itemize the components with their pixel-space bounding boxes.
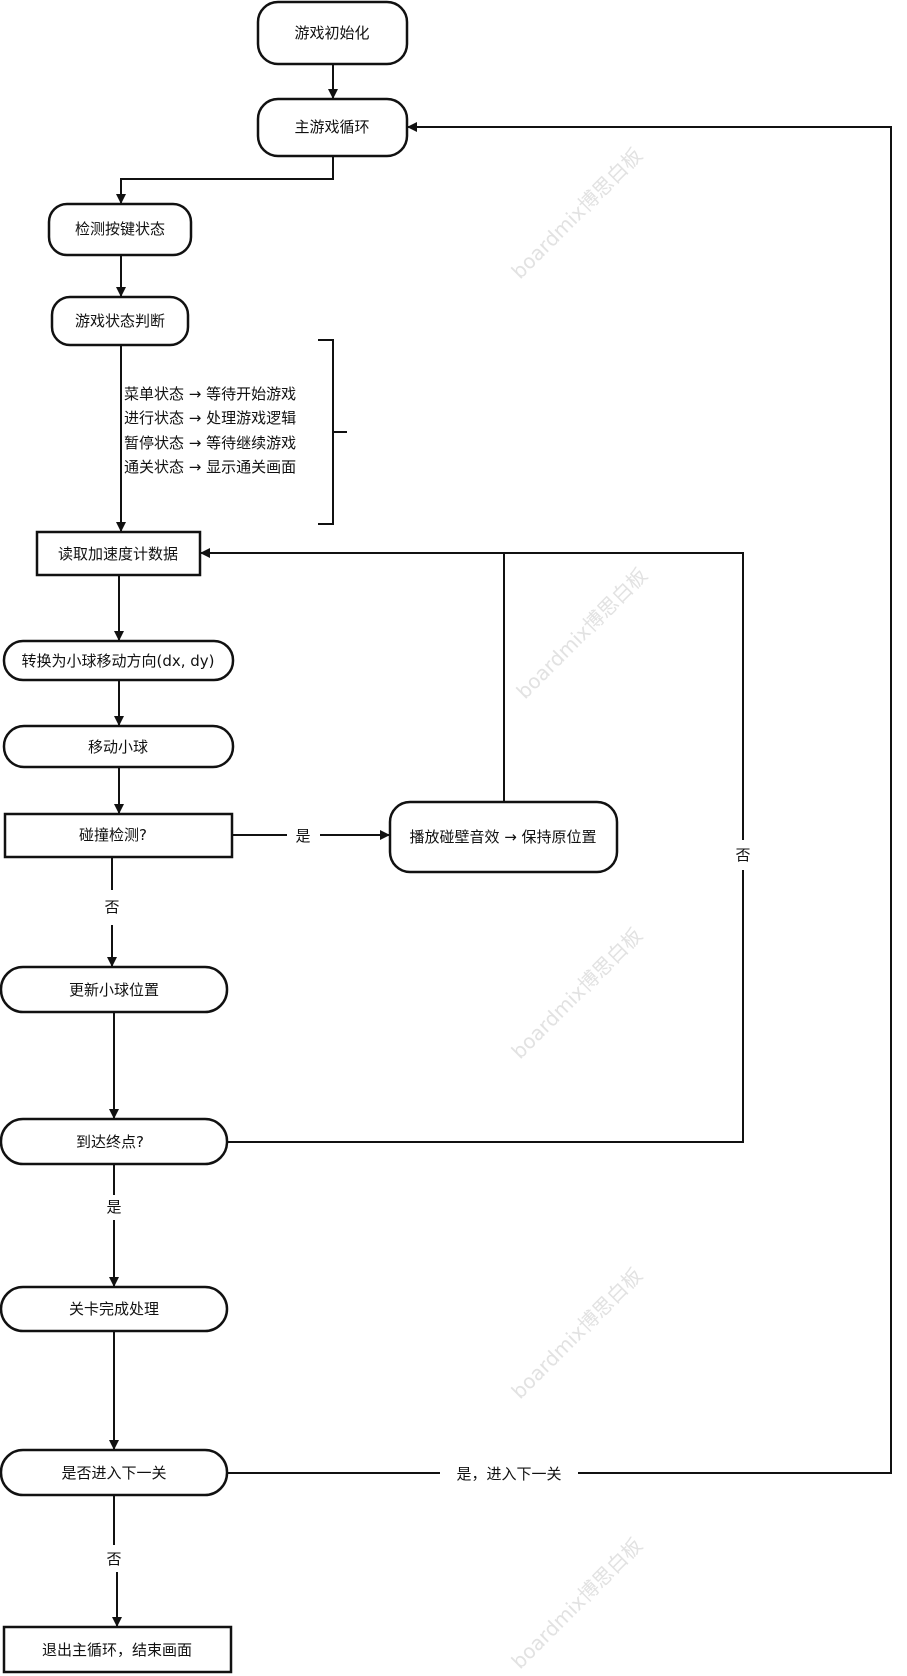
node-read-accel: 读取加速度计数据 [35,530,202,577]
state-note: 通关状态 → 显示通关画面 [124,458,296,476]
watermark: boardmix博思白板 [512,563,652,703]
node-label: 主游戏循环 [294,118,369,136]
watermark: boardmix博思白板 [507,143,647,283]
node-label: 移动小球 [88,738,148,756]
node-convert-dir: 转换为小球移动方向(dx, dy) [2,639,235,682]
node-label: 退出主循环，结束画面 [42,1641,192,1659]
node-label: 游戏状态判断 [75,312,165,330]
edges [112,64,892,1626]
node-label: 读取加速度计数据 [58,545,178,563]
node-update-pos: 更新小球位置 [0,965,229,1014]
node-level-done: 关卡完成处理 [0,1285,229,1333]
state-bracket [318,339,347,525]
edge-label-collision-yes: 是 [295,827,310,845]
node-label: 转换为小球移动方向(dx, dy) [21,652,214,670]
edge-sound-to-read [200,548,505,802]
edge-next-no [114,1495,117,1626]
node-label: 更新小球位置 [69,981,159,999]
node-label: 关卡完成处理 [69,1300,159,1318]
node-reach-end: 到达终点? [0,1117,229,1166]
edge-label-next-yes: 是，进入下一关 [456,1465,561,1483]
node-main-loop: 主游戏循环 [256,97,409,158]
state-note: 进行状态 → 处理游戏逻辑 [124,409,296,427]
state-notes: 菜单状态 → 等待开始游戏 进行状态 → 处理游戏逻辑 暂停状态 → 等待继续游… [124,385,296,476]
state-note: 菜单状态 → 等待开始游戏 [124,385,296,403]
edge-main-to-detect [116,156,334,204]
edge-label-collision-no: 否 [104,898,119,916]
node-move-ball: 移动小球 [2,724,235,769]
node-label: 到达终点? [76,1133,144,1151]
node-label: 游戏初始化 [294,24,369,42]
node-state-judge: 游戏状态判断 [50,295,190,347]
state-note: 暂停状态 → 等待继续游戏 [124,434,296,452]
watermark: boardmix博思白板 [507,1263,647,1403]
node-label: 是否进入下一关 [61,1464,166,1482]
node-label: 碰撞检测? [79,826,147,844]
edge-next-yes [227,127,892,1474]
node-label: 检测按键状态 [75,220,165,238]
node-detect-keys: 检测按键状态 [47,202,193,257]
watermark: boardmix博思白板 [507,923,647,1063]
node-init: 游戏初始化 [256,0,409,66]
node-exit: 退出主循环，结束画面 [2,1625,233,1674]
edge-label-next-no: 否 [106,1550,121,1568]
node-play-sound: 播放碰壁音效 → 保持原位置 [388,800,619,874]
node-label: 播放碰壁音效 → 保持原位置 [409,828,596,846]
edge-end-no [227,552,744,1143]
edge-label-reach-end-yes: 是 [106,1198,121,1216]
watermarks: boardmix博思白板 boardmix博思白板 boardmix博思白板 b… [507,143,652,1673]
watermark: boardmix博思白板 [507,1533,647,1673]
edge-label-reach-end-no: 否 [735,846,750,864]
node-collision: 碰撞检测? [3,812,234,859]
node-next-level-question: 是否进入下一关 [0,1448,229,1497]
